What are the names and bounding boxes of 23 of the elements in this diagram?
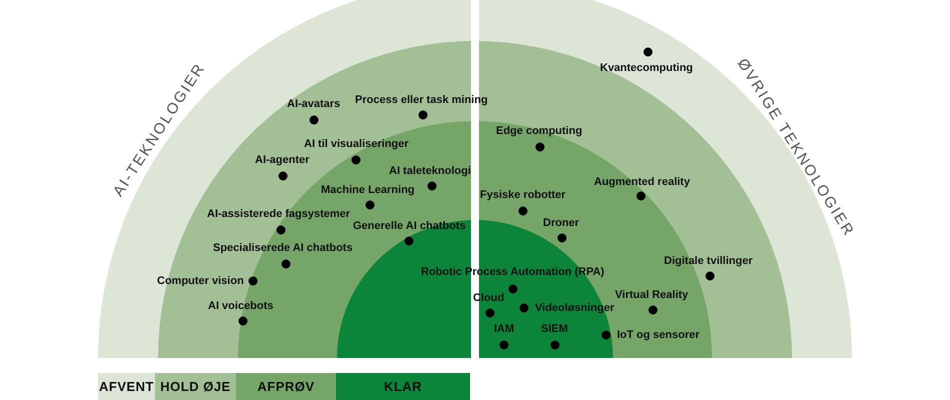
technology-label: SIEM <box>541 323 568 336</box>
technology-label: AI voicebots <box>208 300 274 313</box>
legend-swatch: HOLD ØJE <box>155 373 236 400</box>
technology-label: Digitale tvillinger <box>664 255 753 268</box>
technology-label: Augmented reality <box>594 176 690 189</box>
technology-label: Machine Learning <box>321 184 415 197</box>
technology-label: Specialiserede AI chatbots <box>213 242 353 255</box>
technology-label: AI-agenter <box>255 154 310 167</box>
legend-swatch: KLAR <box>336 373 470 400</box>
technology-label: AI-avatars <box>287 98 340 111</box>
technology-label: Computer vision <box>157 275 244 288</box>
technology-label: Droner <box>543 217 580 230</box>
legend-swatch: AFPRØV <box>236 373 336 400</box>
technology-label: IAM <box>494 323 514 336</box>
technology-label: AI taleteknologi <box>389 165 471 178</box>
legend-swatch: AFVENT <box>98 373 155 400</box>
technology-label: Edge computing <box>496 125 582 138</box>
technology-label: AI til visualiseringer <box>304 138 409 151</box>
technology-label: Kvantecomputing <box>600 62 693 75</box>
technology-label: IoT og sensorer <box>617 329 700 342</box>
technology-label: AI-assisterede fagsystemer <box>207 208 350 221</box>
technology-label: Fysiske robotter <box>480 189 566 202</box>
technology-label: Virtual Reality <box>615 289 688 302</box>
